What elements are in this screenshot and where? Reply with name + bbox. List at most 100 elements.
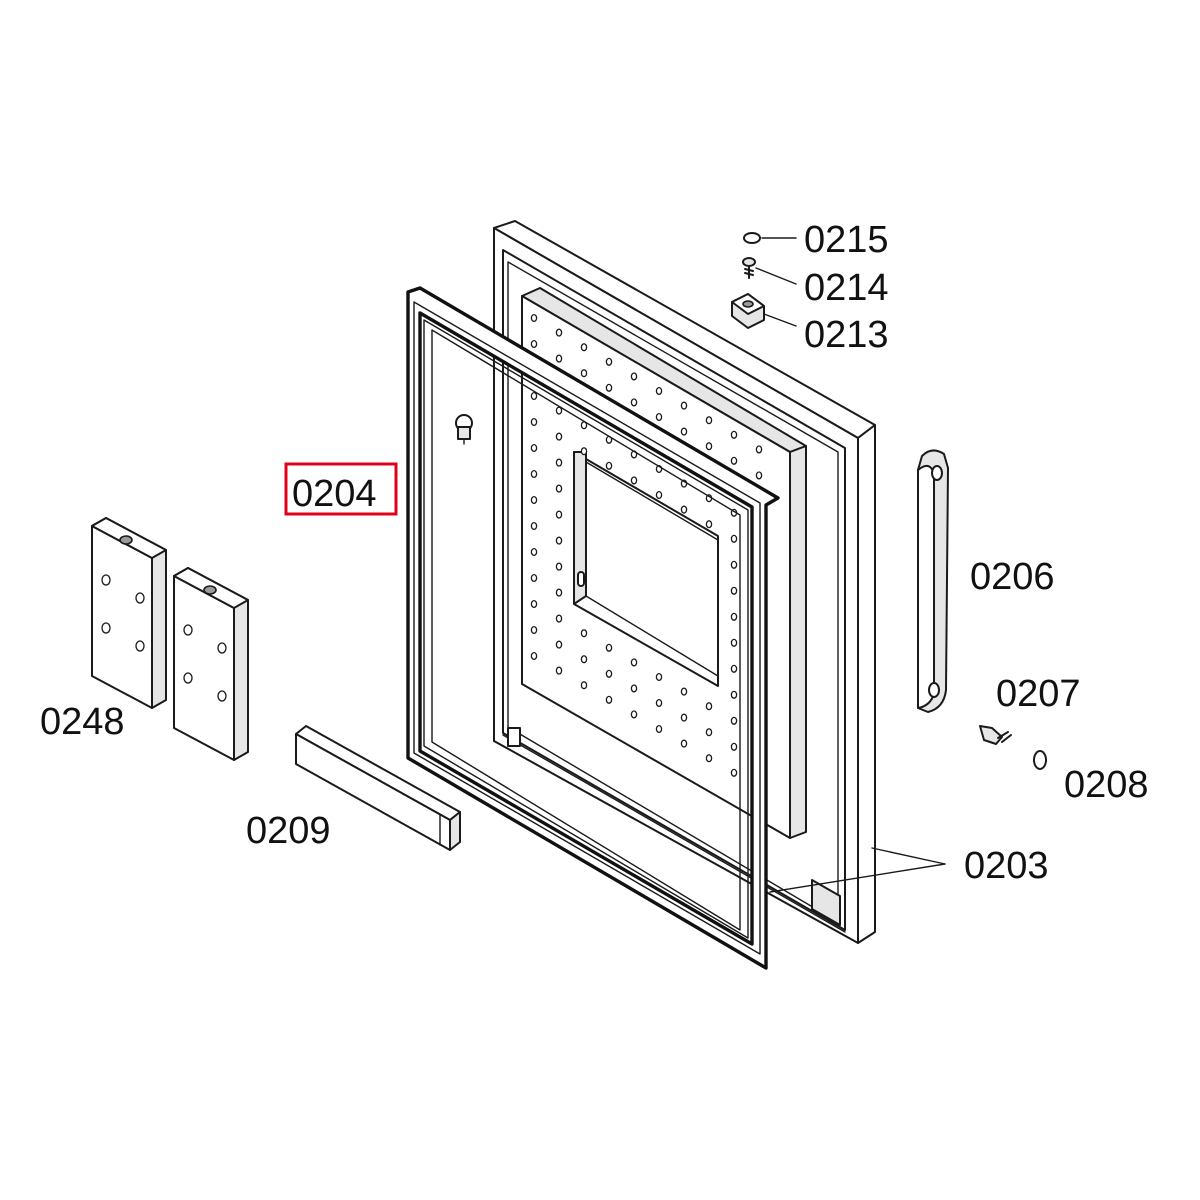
panel-hole: [680, 427, 688, 436]
callout-0215: 0215: [804, 219, 889, 261]
gasket-clip-icon: [455, 414, 473, 445]
panel-hole: [605, 669, 613, 678]
panel-hole: [605, 643, 613, 652]
panel-hole: [680, 739, 688, 748]
panel-hole: [580, 447, 588, 456]
ice-pack-holes: [101, 574, 227, 702]
callout-0204: 0204: [292, 473, 377, 515]
door-gasket: [406, 286, 780, 970]
panel-hole: [730, 586, 738, 595]
panel-hole: [530, 417, 538, 427]
panel-hole: [730, 430, 738, 439]
panel-hole: [730, 638, 738, 647]
panel-hole: [680, 401, 688, 410]
panel-hole: [530, 313, 538, 323]
panel-hole: [755, 471, 763, 480]
panel-hole: [555, 406, 563, 415]
panel-hole: [680, 505, 688, 514]
panel-hole: [555, 562, 563, 571]
panel-hole: [555, 354, 563, 363]
panel-hole: [580, 343, 588, 352]
ice-pack-hole: [101, 574, 111, 586]
ice-pack-hole: [217, 642, 227, 654]
panel-hole: [655, 672, 663, 682]
panel-hole: [530, 599, 538, 609]
panel-hole: [580, 655, 588, 664]
panel-hole: [530, 391, 538, 401]
panel-hole: [530, 339, 538, 349]
hinge-bracket-0213: [731, 293, 765, 329]
panel-hole: [530, 495, 538, 505]
panel-hole: [630, 398, 638, 407]
panel-hole: [580, 369, 588, 378]
panel-hole: [580, 629, 588, 638]
panel-hole: [730, 456, 738, 465]
panel-hole: [730, 612, 738, 621]
panel-hole: [605, 383, 613, 392]
callout-0207: 0207: [996, 673, 1081, 715]
panel-hole: [530, 651, 538, 661]
panel-hole: [555, 666, 563, 675]
callout-0214: 0214: [804, 267, 889, 309]
panel-hole: [530, 521, 538, 531]
panel-hole: [530, 443, 538, 453]
panel-hole: [680, 687, 688, 696]
screw-0207: [979, 725, 1012, 745]
door-handle-0206: [917, 449, 949, 713]
panel-hole: [705, 416, 713, 425]
hinge-screw-0214: [742, 257, 756, 279]
panel-hole: [630, 372, 638, 381]
panel-hole: [555, 484, 563, 493]
ice-pack-hole: [135, 640, 145, 652]
ice-pack-right: [173, 567, 249, 761]
panel-hole: [555, 536, 563, 545]
panel-hole: [630, 658, 638, 667]
panel-hole: [705, 728, 713, 737]
hinge-washer-0215: [743, 232, 761, 244]
callout-0203: 0203: [964, 845, 1049, 887]
panel-hole: [730, 664, 738, 673]
ice-pack-hole: [101, 622, 111, 634]
leader-lines: [755, 237, 946, 893]
callout-0248: 0248: [40, 701, 125, 743]
panel-hole: [605, 695, 613, 704]
panel-hole: [555, 328, 563, 337]
panel-hole: [605, 461, 613, 470]
panel-hole: [730, 768, 738, 777]
callout-0209: 0209: [246, 810, 331, 852]
ice-pack-hole: [183, 672, 193, 684]
panel-hole: [655, 490, 663, 500]
panel-hole: [580, 681, 588, 690]
panel-hole: [730, 690, 738, 699]
panel-hole: [555, 588, 563, 597]
panel-hole: [705, 754, 713, 763]
panel-hole: [555, 510, 563, 519]
panel-hole: [555, 614, 563, 623]
panel-hole: [705, 442, 713, 451]
panel-hole: [730, 560, 738, 569]
panel-hole: [730, 742, 738, 751]
panel-hole: [730, 716, 738, 725]
panel-hole: [705, 702, 713, 711]
panel-hole: [605, 357, 613, 366]
ice-pack-left: [91, 517, 167, 709]
panel-hole: [555, 432, 563, 441]
panel-hole: [705, 520, 713, 529]
ice-pack-hole: [183, 624, 193, 636]
panel-hole: [655, 698, 663, 708]
ice-pack-hole: [135, 592, 145, 604]
panel-hole: [530, 469, 538, 479]
panel-hole: [530, 547, 538, 557]
panel-hole: [630, 710, 638, 719]
panel-hole: [655, 386, 663, 396]
panel-hole: [530, 573, 538, 583]
trim-strip-0209: [295, 725, 461, 851]
panel-hole: [630, 684, 638, 693]
panel-hole: [555, 640, 563, 649]
panel-hole: [655, 724, 663, 734]
panel-hole: [530, 625, 538, 635]
callout-0213: 0213: [804, 314, 889, 356]
highlight-box-0204: [284, 462, 398, 516]
panel-hole: [730, 534, 738, 543]
